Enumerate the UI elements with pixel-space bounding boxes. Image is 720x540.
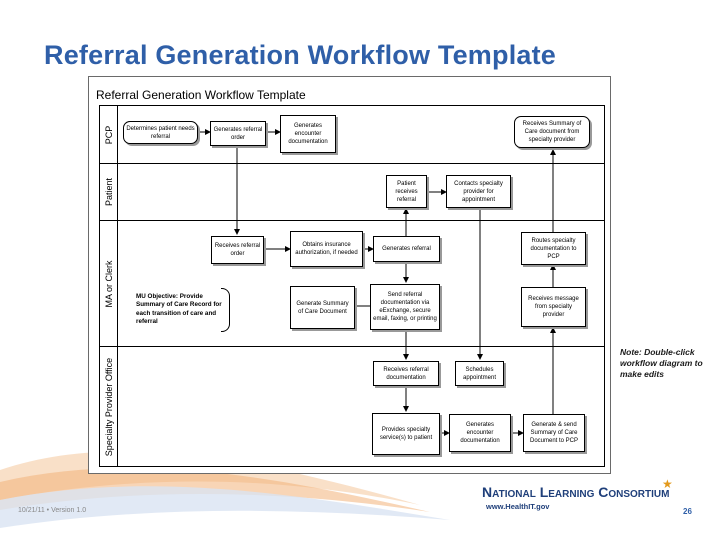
brand-url: www.HealthIT.gov xyxy=(486,502,550,511)
box-contacts-provider[interactable]: Contacts specialty provider for appointm… xyxy=(446,175,511,208)
star-icon: ★ xyxy=(662,477,673,491)
box-provides-service[interactable]: Provides specialty service(s) to patient xyxy=(372,413,440,455)
objective-brace xyxy=(221,288,230,332)
box-routes-documentation[interactable]: Routes specialty documentation to PCP xyxy=(521,232,586,265)
lane-patient: Patient xyxy=(100,164,604,221)
box-receives-summary[interactable]: Receives Summary of Care document from s… xyxy=(514,116,590,148)
swimlanes: PCP Patient MA or Clerk Specialty Provid… xyxy=(99,105,605,467)
box-obtains-insurance[interactable]: Obtains insurance authorization, if need… xyxy=(290,231,363,267)
box-receives-message[interactable]: Receives message from specialty provider xyxy=(521,287,586,327)
box-generates-referral-order[interactable]: Generates referral order xyxy=(210,121,266,146)
box-generates-encounter-specialty[interactable]: Generates encounter documentation xyxy=(449,414,511,452)
edit-note: Note: Double-click workflow diagram to m… xyxy=(620,347,703,379)
lane-ma-clerk: MA or Clerk xyxy=(100,221,604,347)
box-generates-encounter-pcp[interactable]: Generates encounter documentation xyxy=(280,115,336,153)
footer-date-version: 10/21/11 • Version 1.0 xyxy=(18,507,87,514)
lane-specialty-office: Specialty Provider Office xyxy=(100,347,604,466)
box-patient-receives[interactable]: Patient receives referral xyxy=(386,175,427,208)
box-generates-referral[interactable]: Generates referral xyxy=(373,236,440,262)
slide-title: Referral Generation Workflow Template xyxy=(44,40,557,70)
mu-objective-text: MU Objective: Provide Summary of Care Re… xyxy=(136,293,222,325)
box-generate-summary[interactable]: Generate Summary of Care Document xyxy=(290,286,355,329)
brand-logo-text: National Learning Consortium xyxy=(482,484,670,500)
box-receives-referral-documentation[interactable]: Receives referral documentation xyxy=(373,361,439,386)
page-number: 26 xyxy=(683,507,692,516)
box-determines-need[interactable]: Determines patient needs referral xyxy=(123,121,198,144)
box-send-referral-documentation[interactable]: Send referral documentation via eExchang… xyxy=(370,284,440,330)
box-schedules-appointment[interactable]: Schedules appointment xyxy=(455,361,504,386)
lane-pcp: PCP xyxy=(100,106,604,164)
diagram-title: Referral Generation Workflow Template xyxy=(96,88,306,102)
box-generate-send-summary[interactable]: Generate & send Summary of Care Document… xyxy=(523,414,585,452)
box-receives-referral-order[interactable]: Receives referral order xyxy=(211,236,264,264)
